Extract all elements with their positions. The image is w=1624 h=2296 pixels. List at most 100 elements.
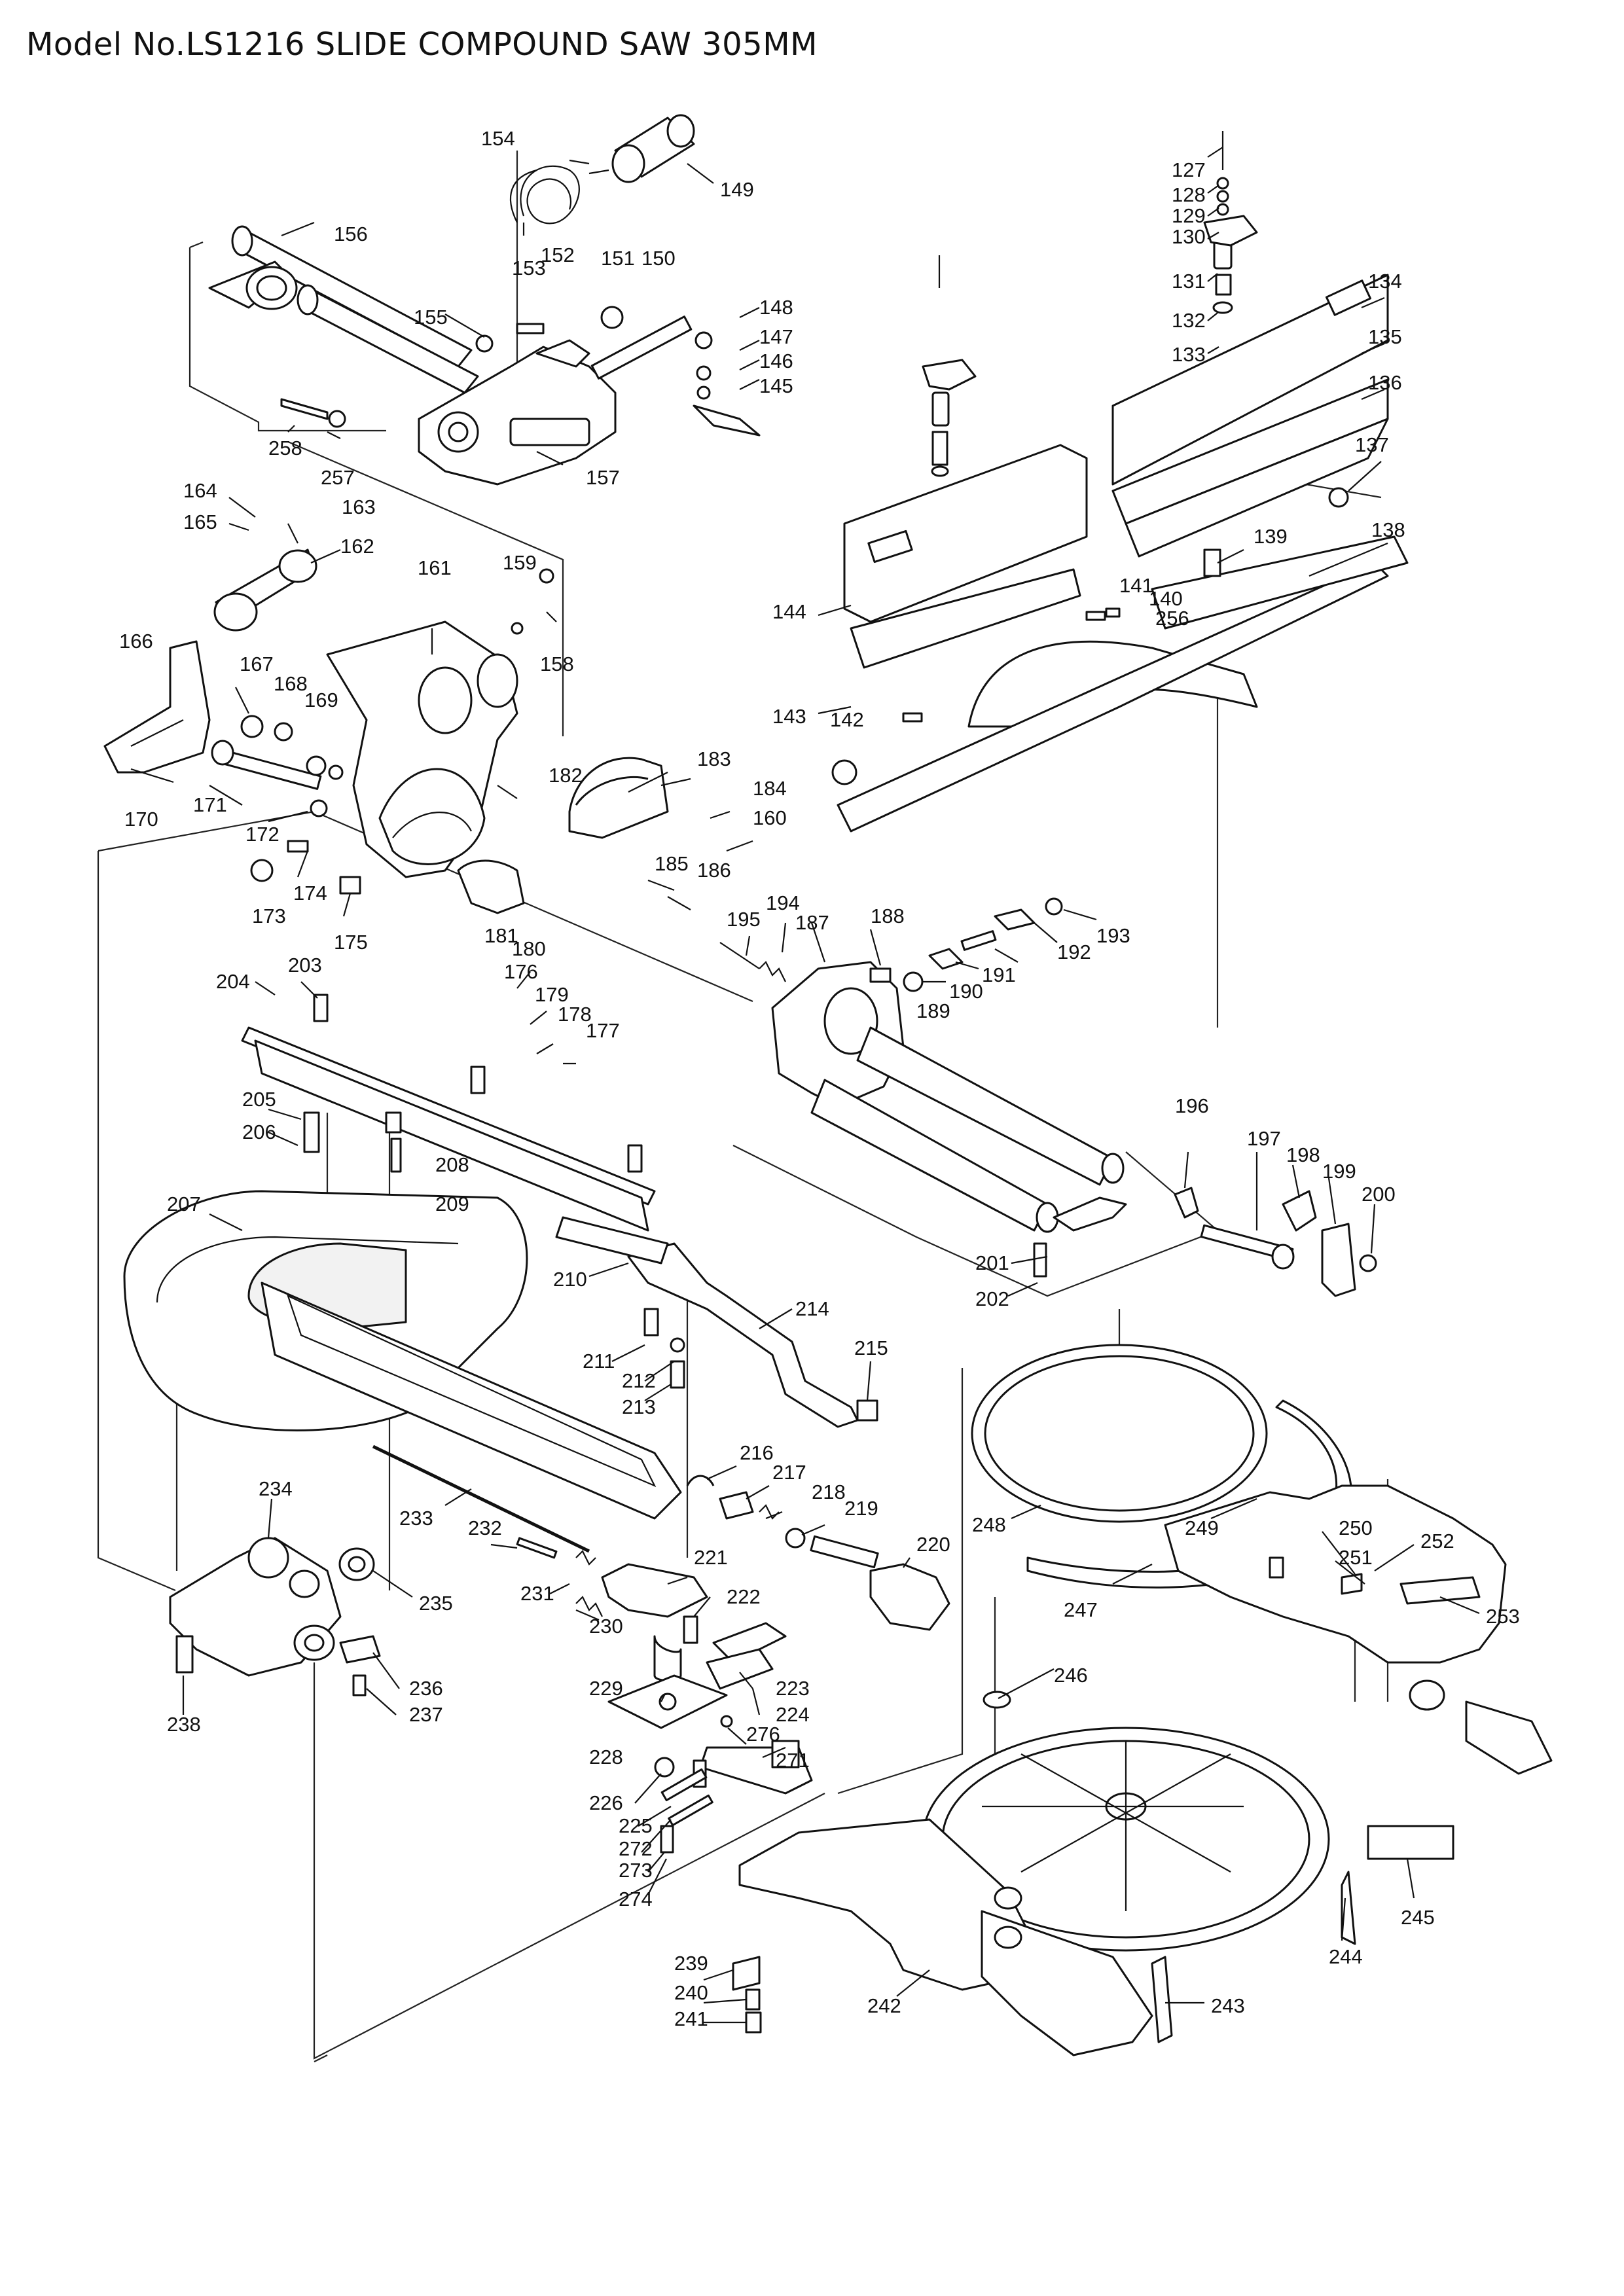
part-label-159: 159 — [503, 551, 537, 574]
part-label-235: 235 — [419, 1592, 453, 1615]
clamp-parts-196-200 — [1174, 1187, 1377, 1297]
part-label-229: 229 — [589, 1677, 623, 1700]
part-label-215: 215 — [854, 1336, 888, 1359]
base-242 — [738, 1484, 1553, 2056]
part-label-189: 189 — [916, 999, 950, 1022]
part-label-146: 146 — [759, 350, 793, 372]
part-label-133: 133 — [1172, 343, 1206, 366]
part-label-194: 194 — [766, 891, 800, 914]
part-number-labels: 127 128 129 130 131 132 133 134 135 136 … — [119, 127, 1520, 2030]
part-label-156: 156 — [334, 223, 368, 245]
part-label-176: 176 — [504, 960, 538, 983]
fence-assembly — [837, 274, 1409, 833]
bracket-181 — [457, 859, 525, 914]
part-label-190: 190 — [949, 980, 983, 1003]
part-label-139: 139 — [1254, 525, 1288, 548]
part-label-201: 201 — [975, 1251, 1009, 1274]
part-label-217: 217 — [772, 1461, 806, 1484]
part-label-154: 154 — [481, 127, 515, 150]
part-label-218: 218 — [812, 1480, 846, 1503]
part-label-129: 129 — [1172, 204, 1206, 227]
leader-lines — [130, 147, 1480, 2024]
part-label-240: 240 — [674, 1981, 708, 2004]
part-label-167: 167 — [240, 653, 274, 675]
part-label-211: 211 — [583, 1350, 615, 1372]
part-label-231: 231 — [520, 1582, 554, 1605]
part-label-221: 221 — [694, 1546, 728, 1569]
part-label-160: 160 — [753, 806, 787, 829]
part-label-223: 223 — [776, 1677, 810, 1700]
part-label-199: 199 — [1322, 1160, 1356, 1183]
part-label-191: 191 — [982, 963, 1016, 986]
part-label-272: 272 — [619, 1837, 653, 1860]
part-label-153: 153 — [512, 257, 546, 279]
part-label-188: 188 — [871, 905, 905, 927]
kerf-plates-204 — [241, 1026, 656, 1232]
pivot-hardware — [240, 568, 554, 895]
part-label-178: 178 — [558, 1003, 592, 1026]
part-label-213: 213 — [622, 1395, 656, 1418]
rack-210 — [555, 1216, 669, 1265]
part-label-248: 248 — [972, 1513, 1006, 1536]
part-label-150: 150 — [641, 247, 676, 270]
ring-248 — [971, 1344, 1268, 1523]
part-label-166: 166 — [119, 630, 153, 653]
part-label-234: 234 — [259, 1477, 293, 1500]
part-label-162: 162 — [340, 535, 374, 558]
small-parts-211-219 — [643, 1308, 806, 1549]
part-label-128: 128 — [1172, 183, 1206, 206]
part-label-198: 198 — [1286, 1143, 1320, 1166]
part-label-179: 179 — [535, 983, 569, 1006]
part-label-184: 184 — [753, 777, 787, 800]
part-label-158: 158 — [540, 653, 574, 675]
part-label-142: 142 — [830, 708, 864, 731]
bracket-201-202 — [1033, 1196, 1127, 1278]
labels-plates — [732, 1556, 1481, 2043]
part-label-155: 155 — [414, 306, 448, 329]
part-label-219: 219 — [844, 1497, 878, 1520]
part-label-175: 175 — [334, 931, 368, 954]
bevel-scale-183 — [568, 757, 669, 839]
slide-housing-187 — [771, 961, 1125, 1233]
part-label-274: 274 — [619, 1888, 653, 1910]
part-label-149: 149 — [720, 178, 754, 201]
part-label-177: 177 — [586, 1019, 620, 1042]
part-label-168: 168 — [274, 672, 308, 695]
part-label-212: 212 — [622, 1369, 656, 1392]
part-label-250: 250 — [1339, 1516, 1373, 1539]
knob-235 — [338, 1547, 375, 1581]
part-label-164: 164 — [183, 479, 217, 502]
part-label-253: 253 — [1486, 1605, 1520, 1628]
part-label-225: 225 — [619, 1814, 653, 1837]
part-label-203: 203 — [288, 954, 322, 977]
table-246 — [922, 1727, 1330, 1952]
part-label-151: 151 — [601, 247, 635, 270]
part-label-165: 165 — [183, 511, 217, 533]
part-label-276: 276 — [746, 1723, 780, 1746]
part-label-207: 207 — [167, 1193, 201, 1215]
slide-base-209 — [261, 1282, 682, 1520]
part-label-144: 144 — [772, 600, 806, 623]
part-label-257: 257 — [321, 466, 355, 489]
part-label-136: 136 — [1368, 371, 1402, 394]
spring — [509, 165, 609, 236]
part-label-181: 181 — [484, 924, 518, 947]
sleeve-149 — [611, 114, 695, 183]
part-label-169: 169 — [304, 689, 338, 711]
part-label-197: 197 — [1247, 1127, 1281, 1150]
part-label-244: 244 — [1329, 1945, 1363, 1968]
part-label-196: 196 — [1175, 1094, 1209, 1117]
part-label-239: 239 — [674, 1952, 708, 1975]
part-label-220: 220 — [916, 1533, 950, 1556]
part-label-209: 209 — [435, 1193, 469, 1215]
part-label-241: 241 — [674, 2007, 708, 2030]
diagram-title: Model No.LS1216 SLIDE COMPOUND SAW 305MM — [26, 26, 818, 63]
part-label-210: 210 — [553, 1268, 587, 1291]
part-label-185: 185 — [655, 852, 689, 875]
part-label-172: 172 — [245, 823, 280, 846]
plate-236 — [175, 1635, 381, 1696]
arm-bracket-161 — [326, 620, 518, 878]
clamp-156 — [208, 260, 298, 310]
